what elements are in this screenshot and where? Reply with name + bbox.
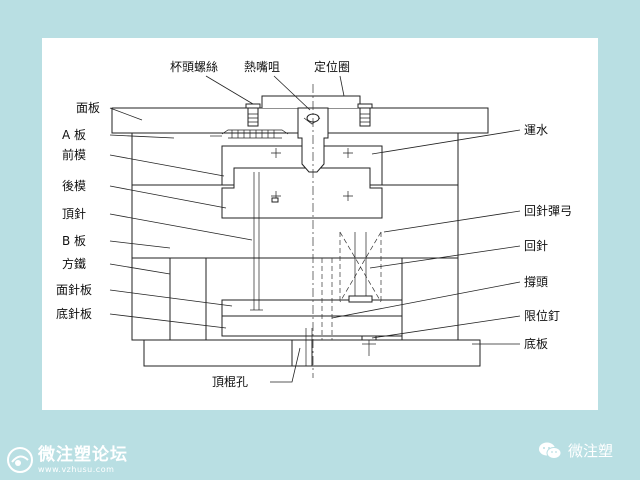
spacer-left-outer	[131, 257, 171, 341]
label-support-pillar: 撐頭	[524, 275, 548, 289]
watermark-forum-title: 微注塑论坛	[38, 444, 128, 465]
core-insert	[221, 167, 383, 219]
label-ejector-pin: 頂針	[62, 206, 86, 221]
label-return-pin: 回針	[524, 238, 548, 253]
mold-diagram: 杯頭螺絲 熱嘴咀 定位圈 面板 A 板 前模 後模 頂針 B 板 方鐵 面針板 …	[56, 59, 572, 389]
label-ejector-retainer-plate: 面針板	[56, 282, 92, 297]
label-ejector-rod-hole: 頂棍孔	[212, 375, 248, 389]
locating-ring	[261, 95, 361, 108]
watermark-wechat-title: 微注塑	[568, 442, 614, 460]
diagram-panel: 杯頭螺絲 熱嘴咀 定位圈 面板 A 板 前模 後模 頂針 B 板 方鐵 面針板 …	[42, 38, 598, 410]
label-top-clamp-plate: 面板	[76, 101, 100, 115]
forum-logo-icon	[7, 447, 33, 473]
label-ejector-plate: 底針板	[56, 306, 92, 321]
label-locating-ring: 定位圈	[314, 59, 350, 74]
label-cavity: 前模	[62, 147, 86, 162]
leader-lines	[109, 75, 521, 383]
cup-head-screw-left	[245, 103, 261, 127]
label-cooling-water: 運水	[524, 123, 548, 137]
watermark-forum: 微注塑论坛 www.vzhusu.com	[6, 444, 128, 476]
ejector-pin-mark	[271, 197, 279, 203]
ejector-retainer-plate	[221, 299, 403, 317]
label-bottom-clamp-plate: 底板	[524, 336, 548, 351]
return-pin-spring	[339, 231, 382, 303]
label-b-plate: B 板	[62, 234, 86, 248]
ejector-pin	[250, 172, 263, 311]
watermark-wechat: 微注塑	[538, 440, 613, 461]
support-pillar	[321, 258, 333, 340]
cooling-channel	[210, 129, 289, 139]
label-sprue-bushing: 熱嘴咀	[244, 60, 280, 74]
spacer-block-left	[169, 257, 207, 341]
label-cup-head-screw: 杯頭螺絲	[170, 59, 218, 74]
label-core: 後模	[62, 179, 86, 193]
label-return-pin-spring: 回針彈弓	[524, 203, 572, 218]
labels: 杯頭螺絲 熱嘴咀 定位圈 面板 A 板 前模 後模 頂針 B 板 方鐵 面針板 …	[56, 59, 572, 389]
label-stop-pin: 限位釘	[524, 308, 560, 323]
label-a-plate: A 板	[62, 128, 86, 142]
wechat-icon	[539, 442, 562, 459]
cup-head-screw-right	[357, 103, 373, 127]
stop-pin	[361, 335, 377, 356]
label-spacer-block: 方鐵	[62, 256, 86, 271]
return-pin	[348, 232, 373, 303]
watermark-forum-url: www.vzhusu.com	[38, 464, 115, 474]
